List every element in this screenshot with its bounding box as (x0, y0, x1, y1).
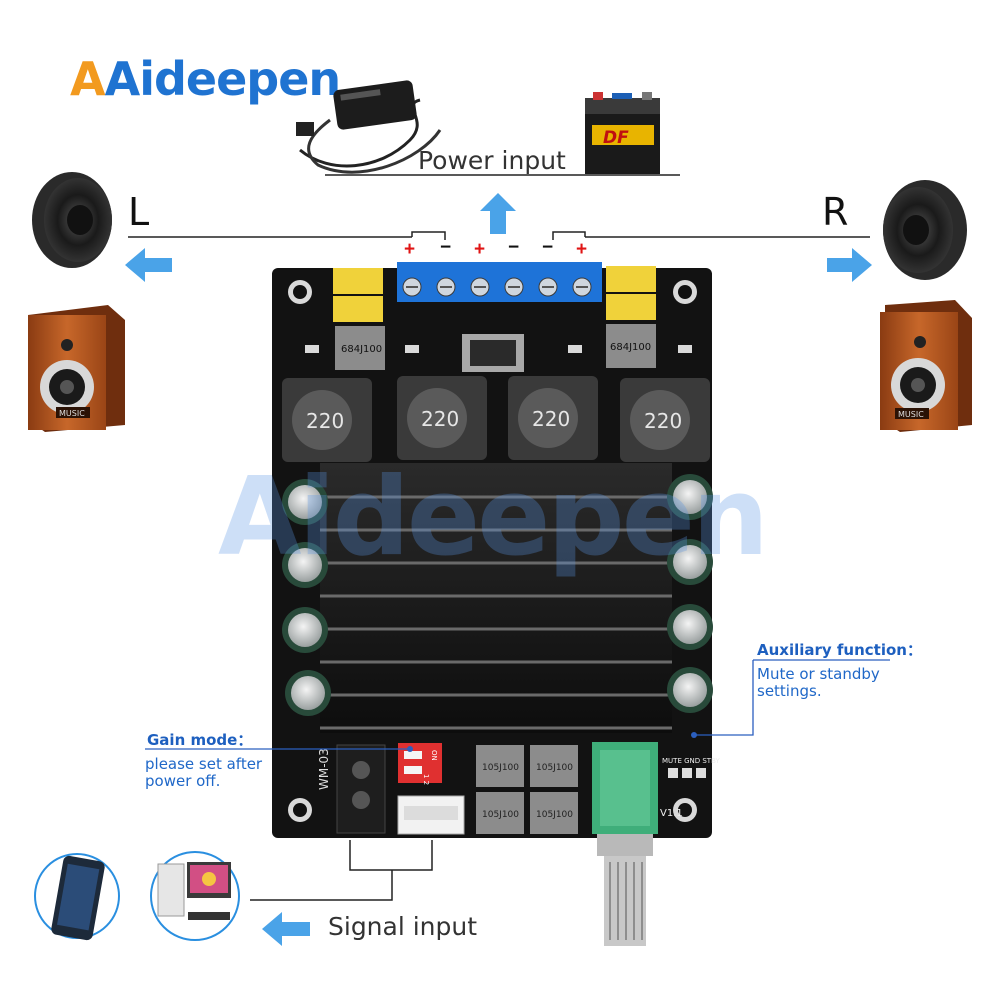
inductors: 220 220 220 220 (282, 376, 710, 462)
gain-mode-note: please set after power off. (145, 756, 262, 790)
aux-note-line-2: settings. (757, 682, 822, 700)
aux-function-note: Mute or standby settings. (757, 666, 880, 700)
power-input-label: Power input (418, 146, 566, 175)
aux-note-line-1: Mute or standby (757, 665, 880, 683)
power-adapter-image (296, 80, 442, 174)
relay-blocks: 105J100 105J100 105J100 105J100 (476, 745, 578, 834)
relay-2-marking: 105J100 (536, 763, 573, 773)
inductor-2-marking: 220 (421, 407, 459, 431)
computer-image (150, 851, 240, 941)
signal-input-arrow (262, 912, 310, 946)
relay-3-marking: 105J100 (482, 810, 519, 820)
brand-logo: AAideepen (70, 52, 342, 106)
terminal-1-polarity: + (404, 239, 416, 260)
terminal-3-polarity: + (474, 239, 486, 260)
battery-brand: DF (603, 128, 629, 148)
terminal-4-polarity: − (508, 237, 520, 258)
left-output-arrow (125, 248, 172, 282)
phone-image (34, 853, 120, 941)
inductor-4-marking: 220 (644, 409, 682, 433)
signal-input-label: Signal input (328, 912, 478, 941)
left-speaker-label: MUSIC (59, 409, 85, 418)
header-pins-label: MUTE GND STBY (662, 757, 721, 765)
dip-on-label: ON (430, 750, 438, 761)
battery-image: DF (585, 92, 660, 174)
power-up-arrow (480, 193, 516, 234)
terminal-5-polarity: − (542, 237, 554, 258)
gain-note-line-1: please set after (145, 755, 263, 773)
capacitor-left-marking: 684J100 (341, 344, 382, 355)
inductor-3-marking: 220 (532, 407, 570, 431)
model-marking: WM-03 (317, 748, 331, 790)
right-speaker-cabinet-image: MUSIC (880, 300, 972, 432)
left-speaker-driver-image (32, 172, 112, 268)
volume-potentiometer (592, 742, 658, 946)
logo-text: Aideepen (104, 52, 342, 106)
logo-initial: A (70, 52, 106, 106)
watermark-text: Aideepen (218, 455, 769, 580)
version-marking: V1.1 (660, 808, 683, 819)
left-speaker-cabinet-image: MUSIC (28, 305, 125, 432)
right-speaker-driver-image (883, 180, 967, 280)
inductor-1-marking: 220 (306, 409, 344, 433)
right-channel-label: R (822, 190, 849, 234)
relay-4-marking: 105J100 (536, 810, 573, 820)
right-output-arrow (827, 248, 872, 282)
gain-dip-switch: ON 1 2 (398, 743, 442, 785)
relay-1-marking: 105J100 (482, 763, 519, 773)
terminal-2-polarity: − (440, 237, 452, 258)
amplifier-board: 684J100 684J100 220 220 220 220 (272, 262, 721, 946)
brand-watermark: Aideepen (218, 455, 769, 580)
capacitor-right-marking: 684J100 (610, 342, 651, 353)
gain-note-line-2: power off. (145, 772, 221, 790)
signal-wiring (250, 840, 433, 901)
terminal-6-polarity: + (576, 239, 588, 260)
heatsink (320, 463, 672, 733)
aux-function-title: Auxiliary function： (757, 641, 922, 659)
dip-numbers-label: 1 2 (422, 774, 430, 785)
right-speaker-label: MUSIC (898, 410, 924, 419)
gain-mode-title: Gain mode： (147, 731, 253, 749)
electrolytic-capacitors (282, 474, 713, 716)
left-channel-label: L (128, 190, 150, 234)
aux-callout-line (694, 660, 754, 736)
